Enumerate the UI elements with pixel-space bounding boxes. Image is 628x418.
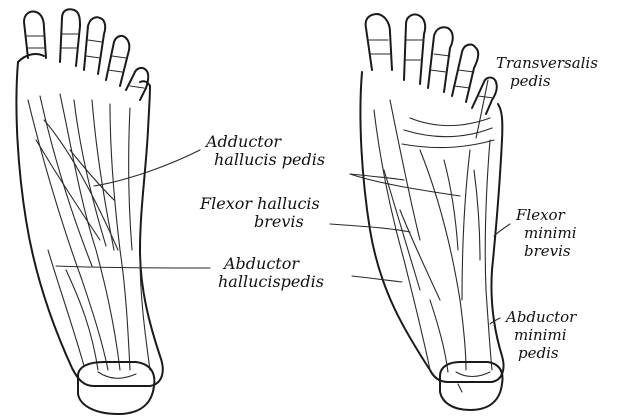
- leader-adductor-right-2: [350, 174, 460, 196]
- right-muscles: [374, 100, 494, 372]
- label-transversalis-line1: Transversalis: [496, 56, 598, 71]
- label-adductor-line1: Adductor: [206, 134, 281, 149]
- leader-abductor-left: [56, 266, 210, 268]
- right-foot-outline: [360, 72, 503, 382]
- label-adductor-line2: hallucis pedis: [214, 152, 325, 167]
- label-flexor-minimi-line2: minimi: [524, 226, 577, 241]
- label-abductor-hallucis-line2: hallucispedis: [218, 274, 324, 289]
- label-flexor-minimi-line3: brevis: [524, 244, 571, 259]
- right-toes: [366, 14, 497, 114]
- leader-abductor-right: [352, 276, 402, 282]
- left-heel: [78, 362, 154, 414]
- label-abductor-minimi-line1: Abductor: [506, 310, 576, 325]
- left-foot-outline: [16, 54, 162, 386]
- label-flexor-minimi-line1: Flexor: [516, 208, 565, 223]
- label-abductor-minimi-line3: pedis: [518, 346, 559, 361]
- label-transversalis-line2: pedis: [510, 74, 551, 89]
- label-abductor-minimi-line2: minimi: [514, 328, 567, 343]
- label-flexor-hallucis-line2: brevis: [254, 214, 304, 229]
- left-muscles: [28, 94, 150, 370]
- label-abductor-hallucis-line1: Abductor: [224, 256, 299, 271]
- label-flexor-hallucis-line1: Flexor hallucis: [200, 196, 320, 211]
- right-heel: [440, 362, 502, 410]
